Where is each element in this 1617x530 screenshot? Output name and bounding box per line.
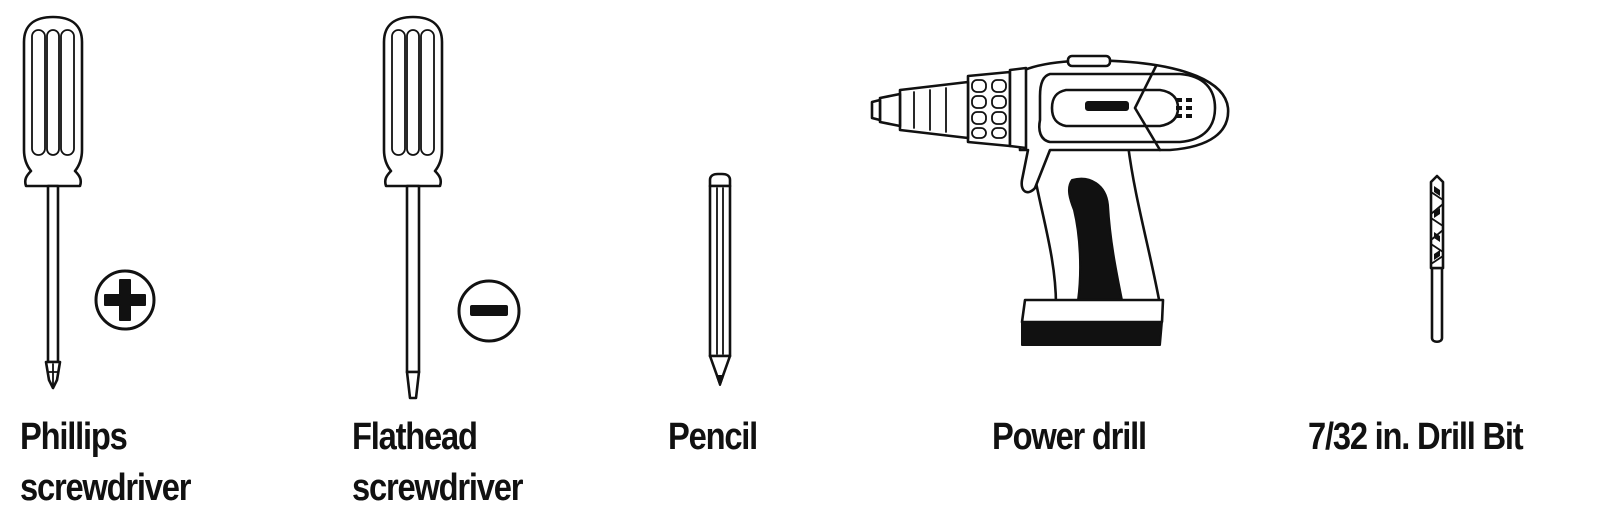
- tool-phillips-screwdriver: Phillips screwdriver: [0, 0, 240, 530]
- tool-pencil: Pencil: [660, 0, 820, 530]
- power-drill-icon: [870, 54, 1230, 346]
- drill-bit-label: 7/32 in. Drill Bit: [1308, 412, 1524, 463]
- label-line-1: Flathead: [352, 416, 478, 458]
- label-line-1: Power drill: [992, 416, 1147, 458]
- tool-drill-bit: 7/32 in. Drill Bit: [1300, 0, 1617, 530]
- label-line-1: Pencil: [668, 416, 758, 458]
- label-line-2: screwdriver: [20, 467, 191, 509]
- label-line-2: screwdriver: [352, 467, 523, 509]
- pencil-icon: [708, 172, 732, 386]
- power-drill-label: Power drill: [992, 412, 1147, 463]
- flathead-symbol-icon: [457, 279, 521, 343]
- phillips-screwdriver-icon: [22, 15, 84, 390]
- flathead-screwdriver-label: Flathead screwdriver: [352, 412, 523, 514]
- flathead-screwdriver-icon: [382, 15, 444, 400]
- drill-bit-icon: [1429, 174, 1445, 344]
- label-line-1: Phillips: [20, 416, 128, 458]
- tool-flathead-screwdriver: Flathead screwdriver: [352, 0, 600, 530]
- label-line-1: 7/32 in. Drill Bit: [1308, 416, 1524, 458]
- pencil-label: Pencil: [668, 412, 758, 463]
- tool-power-drill: Power drill: [860, 0, 1260, 530]
- phillips-head-symbol-icon: [94, 269, 156, 331]
- phillips-screwdriver-label: Phillips screwdriver: [20, 412, 191, 514]
